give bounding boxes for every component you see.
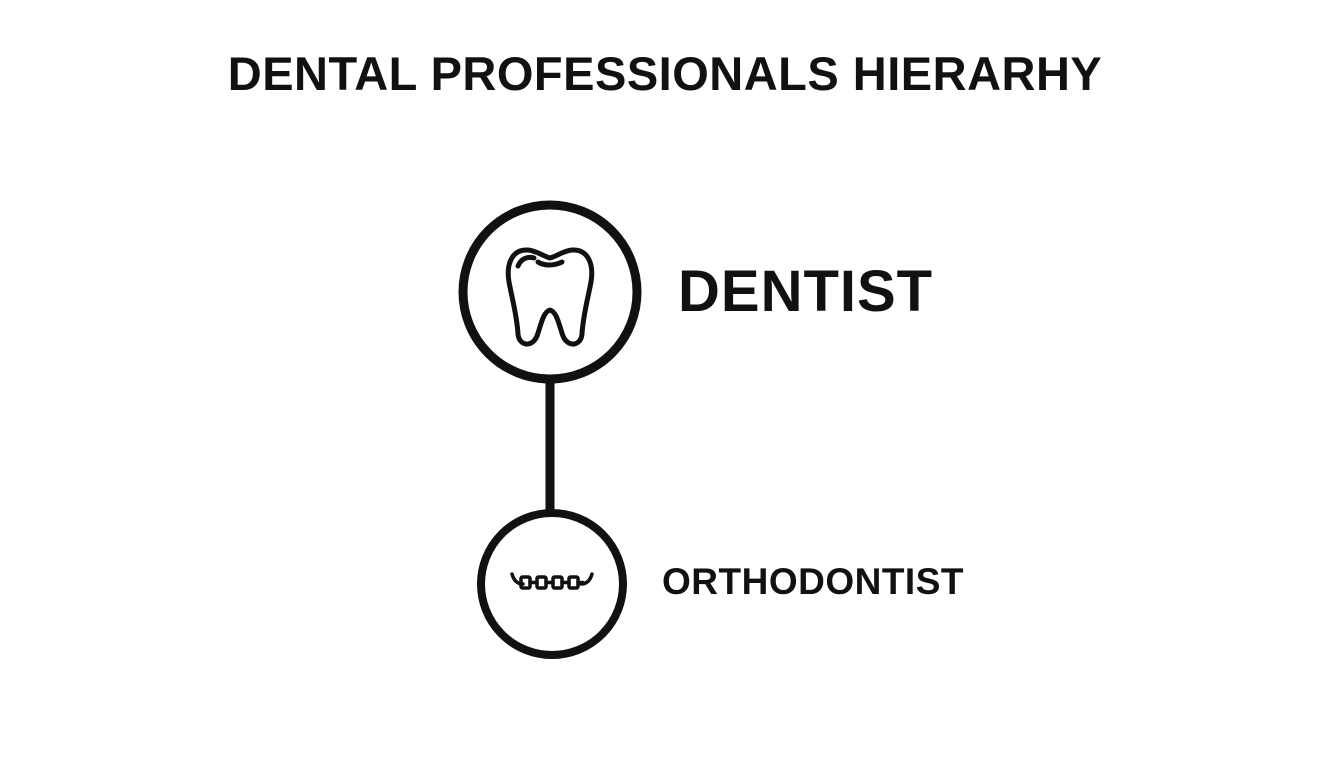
tooth-icon: [505, 247, 595, 347]
dentist-node-circle: [458, 200, 642, 384]
orthodontist-label: ORTHODONTIST: [662, 561, 964, 602]
braces-icon: [510, 572, 594, 590]
dentist-node: [458, 200, 642, 384]
diagram-title: DENTAL PROFESSIONALS HIERARHY: [227, 47, 1103, 100]
dentist-label: DENTIST: [678, 259, 934, 324]
orthodontist-node: [477, 509, 627, 659]
